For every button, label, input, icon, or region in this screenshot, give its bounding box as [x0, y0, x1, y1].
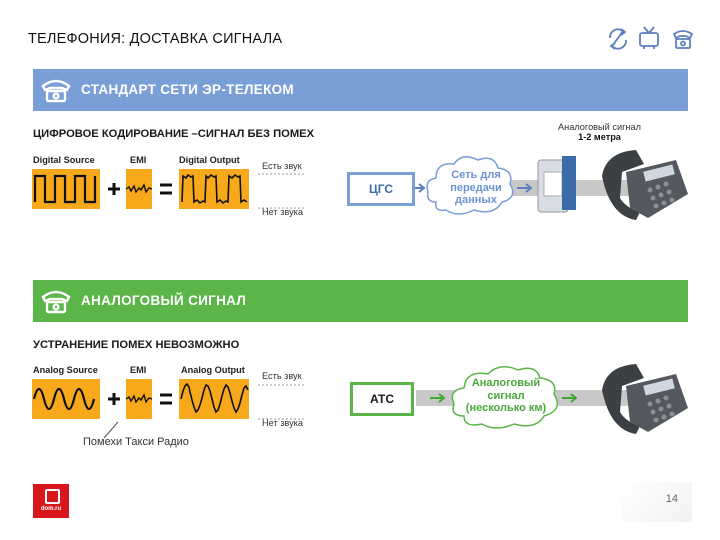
arrow-icon: [430, 393, 578, 403]
analog-emi-label: EMI: [130, 365, 147, 375]
cloud-line: Сеть для: [451, 169, 501, 181]
analog-source-signal: [32, 379, 100, 419]
phone-icon: [672, 30, 694, 49]
page-number-box: 14: [622, 482, 692, 522]
analog-note-line1: Аналоговый сигнал: [558, 122, 641, 132]
equals-sign: [160, 393, 172, 405]
cloud-line: передачи: [450, 181, 502, 194]
header-icons: [609, 26, 694, 50]
interference-note: Помехи Такси Радио: [83, 436, 189, 448]
digital-output-label: Digital Output: [179, 155, 240, 165]
plus-sign: [108, 393, 120, 405]
analog-has-sound: Есть звук: [262, 371, 302, 381]
analog-banner-title: АНАЛОГОВЫЙ СИГНАЛ: [81, 293, 247, 308]
digital-cloud-text: Сеть для передачи данных: [436, 169, 516, 207]
analog-subtitle: УСТРАНЕНИЕ ПОМЕХ НЕВОЗМОЖНО: [33, 339, 240, 351]
phone-icon: [41, 290, 71, 314]
slide-title: ТЕЛЕФОНИЯ: ДОСТАВКА СИГНАЛА: [28, 31, 283, 47]
analog-note-line2: 1-2 метра: [578, 132, 621, 142]
desk-phone-illustration: [602, 364, 688, 434]
analog-signal-equation: [32, 379, 249, 419]
digital-analog-note: Аналоговый сигнал 1-2 метра: [552, 122, 647, 142]
cloud-line: данных: [455, 194, 497, 206]
analog-banner: АНАЛОГОВЫЙ СИГНАЛ: [33, 280, 688, 322]
sound-threshold-lines: [258, 384, 306, 420]
recycle-icon: [609, 28, 627, 50]
analog-cloud-text: Аналоговый сигнал (несколько км): [458, 377, 554, 415]
plus-sign: [108, 183, 120, 195]
digital-signal-equation: [32, 169, 249, 209]
equals-sign: [160, 183, 172, 195]
logo-mark: [45, 489, 60, 504]
digital-no-sound: Нет звука: [262, 207, 304, 217]
digital-banner: СТАНДАРТ СЕТИ ЭР-ТЕЛЕКОМ: [33, 69, 688, 111]
digital-emi-label: EMI: [130, 155, 147, 165]
analog-node-box: АТС: [350, 382, 414, 416]
digital-has-sound: Есть звук: [262, 161, 302, 171]
digital-source-label: Digital Source: [33, 155, 95, 165]
analog-output-label: Analog Output: [181, 365, 245, 375]
digital-emi-signal: [125, 169, 153, 209]
cloud-shape: [451, 366, 559, 429]
digital-node-box: ЦГС: [347, 172, 415, 206]
analog-source-label: Analog Source: [33, 365, 98, 375]
pointer-line: [103, 421, 119, 439]
analog-emi-signal: [125, 379, 153, 419]
digital-subtitle: ЦИФРОВОЕ КОДИРОВАНИЕ –СИГНАЛ БЕЗ ПОМЕХ: [33, 128, 315, 140]
cloud-line: сигнал: [487, 389, 525, 402]
desk-phone-illustration: [602, 150, 688, 220]
digital-output-signal: [179, 169, 249, 209]
cloud-shape: [426, 156, 514, 215]
digital-source-signal: [32, 169, 100, 209]
cloud-line: Аналоговый: [471, 377, 541, 389]
page-number: 14: [665, 493, 678, 505]
logo-text: dom.ru: [40, 506, 62, 512]
cloud-line: (несколько км): [465, 402, 547, 414]
sound-threshold-lines: [258, 173, 306, 209]
digital-banner-title: СТАНДАРТ СЕТИ ЭР-ТЕЛЕКОМ: [81, 82, 294, 97]
brand-logo: dom.ru: [33, 484, 69, 518]
analog-output-signal: [179, 379, 249, 419]
phone-icon: [41, 79, 71, 103]
router-device: [537, 156, 576, 213]
tv-icon: [639, 26, 659, 49]
analog-no-sound: Нет звука: [262, 418, 304, 428]
